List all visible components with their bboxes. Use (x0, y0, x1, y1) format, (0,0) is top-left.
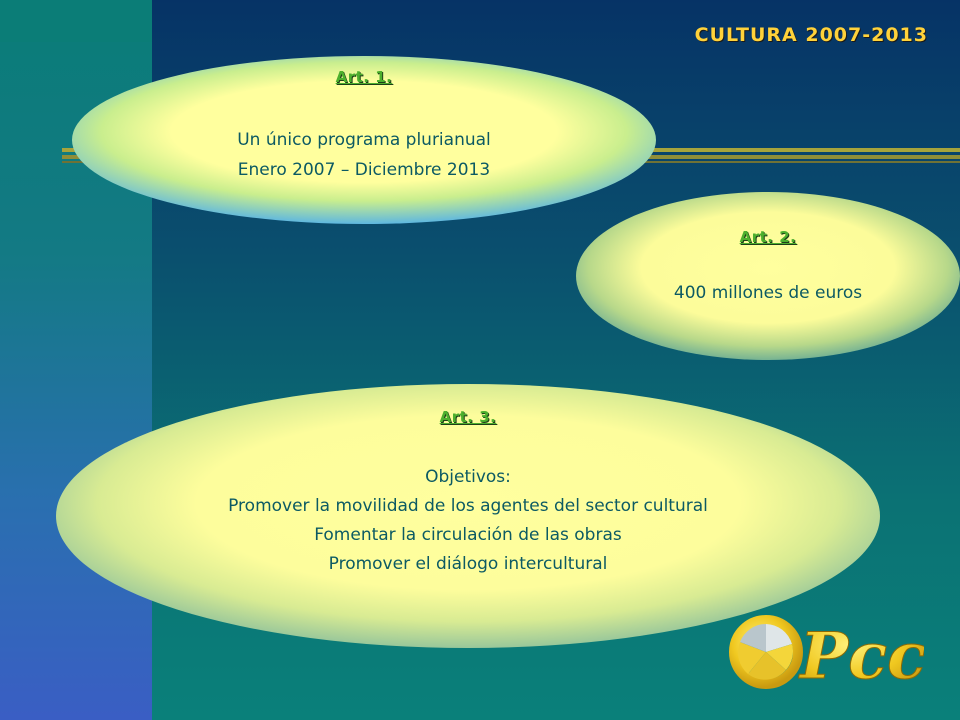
article-1-line-1: Un único programa plurianual (237, 130, 491, 150)
article-3-label: Art. 3. (439, 408, 497, 426)
article-1-content: Un único programa plurianual Enero 2007 … (237, 125, 491, 185)
article-1-line-2: Enero 2007 – Diciembre 2013 (237, 160, 491, 180)
article-3-line-4: Promover el diálogo intercultural (328, 554, 608, 574)
article-3-line-1: Objetivos: (425, 467, 511, 487)
article-3-line-3: Fomentar la circulación de las obras (314, 525, 622, 545)
article-3-ellipse: Art. 3. Objetivos: Promover la movilidad… (56, 384, 880, 648)
pcc-logo-icon: Pcc (729, 615, 924, 695)
article-2-label: Art. 2. (739, 228, 797, 246)
left-top-block (0, 0, 152, 42)
article-3-content: Objetivos: Promover la movilidad de los … (228, 463, 708, 579)
svg-text:Pcc: Pcc (798, 619, 924, 694)
article-2-line-1: 400 millones de euros (673, 283, 863, 303)
article-2-ellipse: Art. 2. 400 millones de euros (576, 192, 960, 360)
article-1-ellipse: Art. 1. Un único programa plurianual Ene… (72, 56, 656, 224)
article-2-content: 400 millones de euros (674, 278, 862, 308)
article-1-label: Art. 1. (335, 68, 393, 86)
slide-title: CULTURA 2007-2013 (694, 24, 928, 46)
article-3-line-2: Promover la movilidad de los agentes del… (228, 496, 708, 516)
